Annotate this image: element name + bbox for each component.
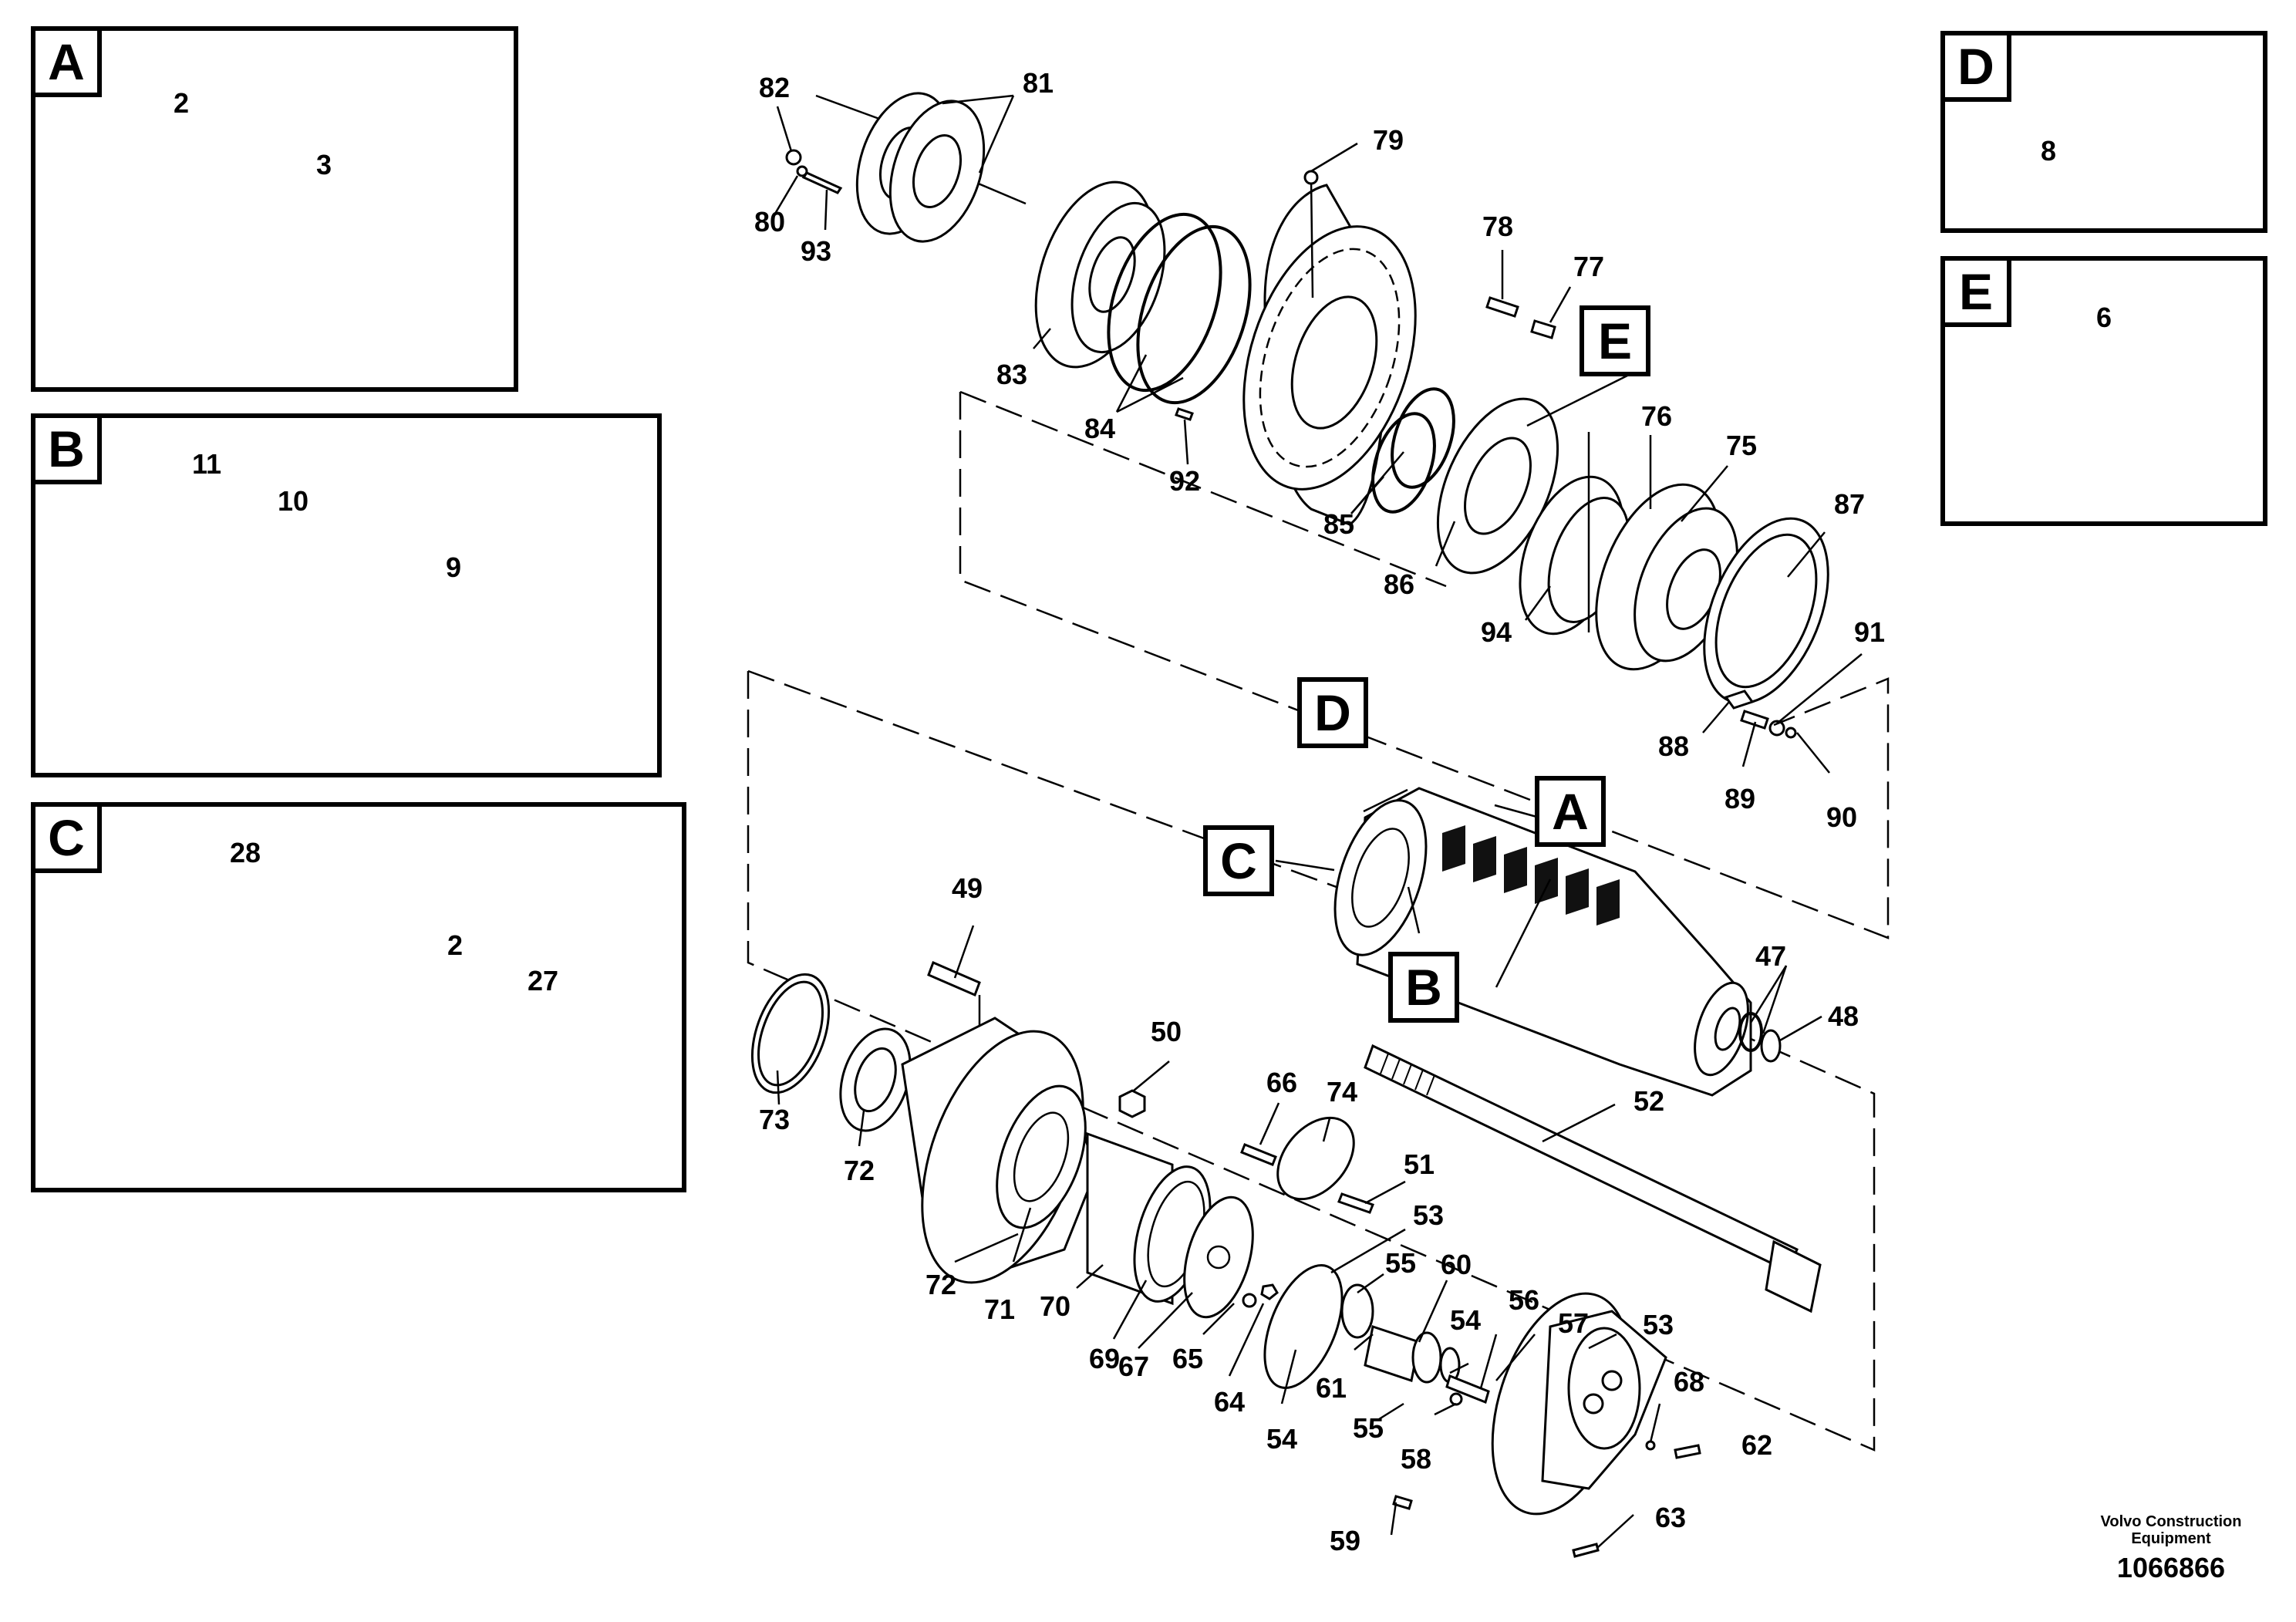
- part-number-53-b: 53: [1642, 1309, 1674, 1340]
- panel-c-letter: C: [35, 807, 102, 873]
- part-number-55-b: 55: [1352, 1412, 1384, 1444]
- panel-e: E: [1940, 256, 2267, 526]
- part-number-68: 68: [1673, 1366, 1705, 1398]
- part-number-47: 47: [1755, 940, 1787, 972]
- part-number-61: 61: [1315, 1372, 1347, 1404]
- panel-b-label-9: 9: [445, 551, 462, 583]
- panel-c-label-28: 28: [229, 837, 261, 868]
- part-number-81: 81: [1022, 67, 1054, 99]
- part-number-66: 66: [1266, 1067, 1298, 1098]
- part-number-51: 51: [1403, 1148, 1435, 1180]
- part-number-62: 62: [1741, 1429, 1773, 1461]
- part-number-92: 92: [1168, 465, 1201, 497]
- panel-e-label-6: 6: [2095, 302, 2112, 333]
- panel-b-letter: B: [35, 418, 102, 484]
- part-number-54-b: 54: [1266, 1423, 1298, 1455]
- panel-b-label-10: 10: [277, 485, 309, 517]
- panel-b: B: [31, 413, 662, 777]
- panel-d-letter: D: [1945, 35, 2011, 102]
- part-number-57: 57: [1557, 1307, 1590, 1339]
- leader-lines: [771, 94, 1863, 1548]
- callout-c: C: [1203, 825, 1274, 896]
- panel-a: A: [31, 26, 518, 392]
- part-number-55: 55: [1384, 1247, 1417, 1279]
- part-number-65: 65: [1172, 1343, 1204, 1374]
- part-number-67: 67: [1118, 1351, 1150, 1382]
- panel-c: C: [31, 802, 686, 1192]
- part-number-49: 49: [951, 872, 983, 904]
- part-number-77: 77: [1573, 251, 1605, 282]
- part-number-87: 87: [1833, 488, 1866, 520]
- panel-a-letter: A: [35, 31, 102, 97]
- part-number-88: 88: [1657, 730, 1690, 762]
- panel-b-label-11: 11: [191, 448, 222, 480]
- lower-dashed-outline: [747, 671, 1876, 1452]
- part-number-69: 69: [1088, 1343, 1121, 1374]
- panel-c-label-2: 2: [447, 929, 464, 961]
- callout-b: B: [1388, 952, 1459, 1023]
- part-number-72-b: 72: [925, 1269, 957, 1300]
- part-number-94: 94: [1480, 616, 1512, 648]
- part-number-80: 80: [754, 206, 786, 238]
- part-number-73: 73: [758, 1104, 791, 1135]
- axle-housing-art: [1333, 787, 1782, 1097]
- part-number-54: 54: [1449, 1304, 1482, 1336]
- part-number-58: 58: [1400, 1443, 1432, 1475]
- company-name-line-2: Equipment: [2131, 1530, 2211, 1547]
- part-number-75: 75: [1725, 430, 1758, 461]
- part-number-71: 71: [983, 1293, 1016, 1325]
- part-number-83: 83: [996, 359, 1028, 390]
- part-number-48: 48: [1827, 1000, 1859, 1032]
- part-number-82: 82: [758, 72, 791, 103]
- part-number-53: 53: [1412, 1199, 1445, 1231]
- part-number-78: 78: [1482, 211, 1514, 242]
- part-number-63: 63: [1654, 1502, 1687, 1533]
- part-number-86: 86: [1383, 568, 1415, 600]
- callout-e: E: [1580, 305, 1650, 376]
- part-number-85: 85: [1323, 508, 1355, 540]
- panel-c-label-27: 27: [527, 965, 559, 996]
- callout-d: D: [1297, 677, 1368, 748]
- part-number-72: 72: [843, 1155, 875, 1186]
- part-number-84: 84: [1084, 413, 1116, 444]
- lower-assembly-art: [750, 960, 1701, 1558]
- part-number-64: 64: [1213, 1386, 1246, 1418]
- part-number-70: 70: [1039, 1290, 1071, 1322]
- panel-d: D: [1940, 31, 2267, 233]
- part-number-91: 91: [1853, 616, 1886, 648]
- part-number-76: 76: [1640, 400, 1673, 432]
- panel-a-label-2: 2: [173, 87, 190, 119]
- part-number-60: 60: [1440, 1249, 1472, 1280]
- part-number-56: 56: [1508, 1284, 1540, 1316]
- part-number-79: 79: [1372, 124, 1404, 156]
- part-number-89: 89: [1724, 783, 1756, 814]
- callout-a: A: [1535, 776, 1606, 847]
- panel-e-letter: E: [1945, 261, 2011, 327]
- upper-assembly-art: [785, 92, 1829, 739]
- part-number-93: 93: [800, 235, 832, 267]
- company-name-line-1: Volvo Construction: [2100, 1513, 2242, 1530]
- panel-a-label-3: 3: [315, 149, 332, 180]
- upper-dashed-outline: [959, 392, 1890, 939]
- part-number-74: 74: [1326, 1076, 1358, 1108]
- panel-d-label-8: 8: [2040, 135, 2057, 167]
- part-number-59: 59: [1329, 1525, 1361, 1556]
- drive-shaft-art: [1364, 1044, 1822, 1313]
- part-number-90: 90: [1826, 801, 1858, 833]
- drawing-number: 1066866: [2116, 1552, 2226, 1583]
- part-number-52: 52: [1633, 1085, 1665, 1117]
- company-name: Volvo Construction Equipment: [2075, 1513, 2267, 1547]
- part-number-50: 50: [1150, 1016, 1182, 1047]
